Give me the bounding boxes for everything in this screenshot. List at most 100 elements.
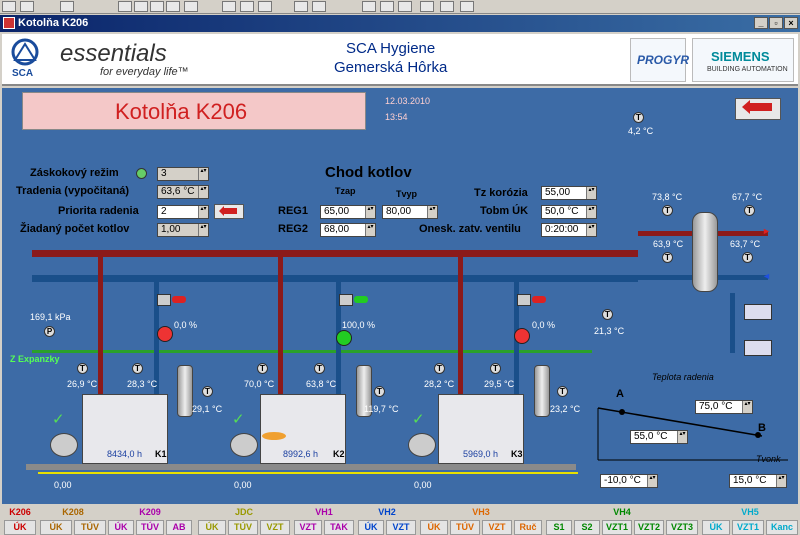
sep-sensor-top-right-icon[interactable]: T <box>744 205 755 216</box>
curve-point-a: A <box>616 388 624 400</box>
window-app-icon <box>3 17 15 29</box>
k3-temp-right: 29,5 °C <box>484 379 515 389</box>
nav-jdc-vzt[interactable]: VZT <box>260 520 290 535</box>
k1-flue-sensor-icon[interactable]: T <box>202 386 213 397</box>
k3-return-pipe <box>514 282 519 407</box>
nav-k206-uk[interactable]: ÚK <box>4 520 36 535</box>
back-button[interactable] <box>735 98 781 120</box>
nav-vh2-vzt[interactable]: VZT <box>386 520 416 535</box>
nav-vh4-vzt1[interactable]: VZT1 <box>602 520 632 535</box>
reg1-tzap-field[interactable]: 65,00▴▾ <box>320 205 376 219</box>
nav-k209-uk[interactable]: ÚK <box>108 520 134 535</box>
toolbar-forward-icon[interactable] <box>20 1 34 12</box>
k1-sensor-right-icon[interactable]: T <box>132 363 143 374</box>
boiler-k2[interactable]: 8992,6 h K2 <box>260 394 346 464</box>
param-tz-korozia-field[interactable]: 55,00▴▾ <box>541 186 597 200</box>
k3-valve-icon[interactable] <box>517 294 531 306</box>
param-zaskok-field[interactable]: 3▴▾ <box>157 167 209 181</box>
nav-vh1-vzt[interactable]: VZT <box>294 520 322 535</box>
nav-vh5-uk[interactable]: ÚK <box>702 520 730 535</box>
toolbar-back-icon[interactable] <box>2 1 16 12</box>
k3-sensor-right-icon[interactable]: T <box>490 363 501 374</box>
toolbar-report-icon[interactable] <box>240 1 254 12</box>
toolbar-info-icon[interactable] <box>440 1 454 12</box>
nav-vh3-ruc[interactable]: Ruč <box>514 520 542 535</box>
k2-flue-sensor-icon[interactable]: T <box>374 386 385 397</box>
param-onesk-field[interactable]: 0:20:00▴▾ <box>541 223 597 237</box>
toolbar-screen-icon[interactable] <box>312 1 326 12</box>
nav-k208-tuv[interactable]: TÚV <box>74 520 106 535</box>
close-button[interactable]: × <box>784 17 798 29</box>
toolbar-alarm-icon[interactable] <box>184 1 198 12</box>
k2-sensor-right-icon[interactable]: T <box>314 363 325 374</box>
k3-flue-sensor-icon[interactable]: T <box>557 386 568 397</box>
toolbar-help-icon[interactable] <box>420 1 434 12</box>
nav-vh1-tak[interactable]: TAK <box>324 520 354 535</box>
nav-jdc-uk[interactable]: ÚK <box>198 520 226 535</box>
minimize-button[interactable]: _ <box>754 17 768 29</box>
toolbar-trend-icon[interactable] <box>222 1 236 12</box>
k1-pump-icon[interactable] <box>157 326 173 342</box>
room-temp-sensor-icon[interactable]: T <box>602 309 613 320</box>
toolbar-window-icon[interactable] <box>362 1 376 12</box>
toolbar-print-icon[interactable] <box>118 1 132 12</box>
toolbar-zoom-icon[interactable] <box>294 1 308 12</box>
maximize-button[interactable]: ▫ <box>769 17 783 29</box>
nav-vh4-s1[interactable]: S1 <box>546 520 572 535</box>
k3-sensor-left-icon[interactable]: T <box>434 363 445 374</box>
k3-pump-icon[interactable] <box>514 328 530 344</box>
nav-vh2-uk[interactable]: ÚK <box>358 520 384 535</box>
k2-valve-icon[interactable] <box>339 294 353 306</box>
curve-max-field[interactable]: 75,0 °C▴▾ <box>695 400 753 414</box>
nav-jdc-tuv[interactable]: TÚV <box>228 520 258 535</box>
nav-k209-tuv[interactable]: TÚV <box>136 520 164 535</box>
toolbar-list-icon[interactable] <box>258 1 272 12</box>
nav-vh5-kanc[interactable]: Kanc <box>766 520 798 535</box>
room-temp-value: 21,3 °C <box>594 326 625 336</box>
heat-exchanger-1-icon[interactable] <box>744 304 772 320</box>
k2-name: K2 <box>333 449 345 459</box>
k3-valve-value: 0,0 % <box>532 320 556 330</box>
priority-switch-button[interactable] <box>214 204 244 219</box>
floor <box>26 464 576 470</box>
k1-flue-temp: 29,1 °C <box>192 404 223 414</box>
nav-vh4-s2[interactable]: S2 <box>574 520 600 535</box>
k1-valve-icon[interactable] <box>157 294 171 306</box>
heater-pipe <box>730 293 735 353</box>
toolbar-exit-icon[interactable] <box>460 1 474 12</box>
reg1-tvyp-field[interactable]: 80,00▴▾ <box>382 205 438 219</box>
hydraulic-separator <box>692 212 718 292</box>
nav-k208-uk[interactable]: ÚK <box>40 520 72 535</box>
nav-vh5-vzt1[interactable]: VZT1 <box>732 520 764 535</box>
outside-temp-sensor-icon[interactable]: T <box>633 112 644 123</box>
k1-sensor-left-icon[interactable]: T <box>77 363 88 374</box>
param-tobm-field[interactable]: 50,0 °C▴▾ <box>541 205 597 219</box>
boiler-k3[interactable]: 5969,0 h K3 <box>438 394 524 464</box>
boiler-k1[interactable]: 8434,0 h K1 <box>82 394 168 464</box>
reg2-tzap-field[interactable]: 68,00▴▾ <box>320 223 376 237</box>
toolbar-cascade-icon[interactable] <box>380 1 394 12</box>
sep-sensor-right-icon[interactable]: T <box>742 252 753 263</box>
curve-out-low-field[interactable]: -10,0 °C▴▾ <box>600 474 658 488</box>
k2-sensor-left-icon[interactable]: T <box>257 363 268 374</box>
pressure-gauge-icon[interactable]: P <box>44 326 55 337</box>
curve-min-field[interactable]: 55,0 °C▴▾ <box>630 430 688 444</box>
nav-vh3-vzt[interactable]: VZT <box>482 520 512 535</box>
toolbar-settings-icon[interactable] <box>134 1 148 12</box>
param-label-tradenia: Tradenia (vypočitaná) <box>16 185 130 197</box>
heat-exchanger-2-icon[interactable] <box>744 340 772 356</box>
toolbar-tile-icon[interactable] <box>398 1 412 12</box>
sep-sensor-left-icon[interactable]: T <box>662 252 673 263</box>
sep-sensor-top-left-icon[interactable]: T <box>662 205 673 216</box>
k2-pump-icon[interactable] <box>336 330 352 346</box>
nav-vh4-vzt3[interactable]: VZT3 <box>666 520 698 535</box>
toolbar-play-icon[interactable] <box>166 1 180 12</box>
nav-k209-ab[interactable]: AB <box>166 520 192 535</box>
curve-out-high-field[interactable]: 15,0 °C▴▾ <box>729 474 787 488</box>
nav-vh3-uk[interactable]: ÚK <box>420 520 448 535</box>
nav-vh3-tuv[interactable]: TÚV <box>450 520 480 535</box>
toolbar-folder-icon[interactable] <box>60 1 74 12</box>
nav-vh4-vzt2[interactable]: VZT2 <box>634 520 664 535</box>
param-priorita-field[interactable]: 2▴▾ <box>157 205 209 219</box>
toolbar-stop-icon[interactable] <box>150 1 164 12</box>
